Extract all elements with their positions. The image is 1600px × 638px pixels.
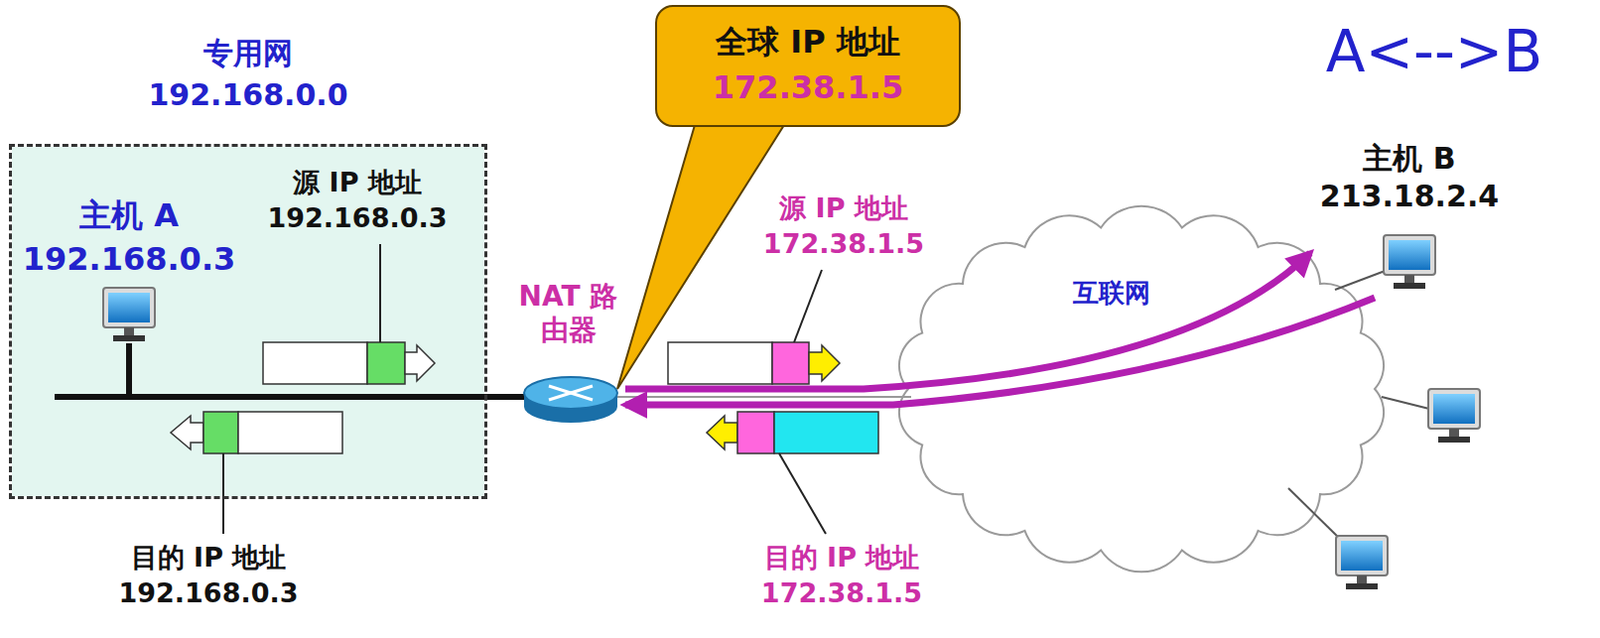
field-label: 目的 IP 地址 — [131, 541, 287, 574]
leader-line — [379, 244, 382, 343]
field-label: 172.38.1.5 — [763, 228, 925, 261]
field-label: 源 IP 地址 — [292, 166, 422, 199]
traffic-arrow — [625, 297, 1375, 405]
packet-header — [367, 342, 405, 385]
internet-cloud — [899, 206, 1384, 573]
packet — [706, 411, 879, 454]
packet — [667, 342, 840, 385]
host-b: 主机 B213.18.2.4 — [1310, 138, 1509, 298]
host-icon — [1383, 235, 1436, 289]
field-label: 目的 IP 地址 — [764, 541, 921, 574]
router-top — [524, 377, 618, 409]
global-ip-callout: 全球 IP 地址 172.38.1.5 — [655, 4, 961, 128]
link-line — [1288, 488, 1342, 541]
host-drop — [126, 343, 133, 398]
packet-arrow — [808, 345, 840, 382]
host-icon — [1335, 535, 1388, 590]
internet: 互联网 — [1052, 275, 1172, 314]
link-line — [1381, 397, 1430, 409]
packet-body — [667, 342, 773, 385]
node-address: 192.168.0.0 — [147, 77, 348, 114]
wan-line — [617, 396, 912, 399]
host-links — [1288, 269, 1430, 541]
packet — [263, 342, 435, 385]
leader-line — [222, 453, 225, 534]
field-label: 172.38.1.5 — [761, 577, 923, 610]
packet-body — [774, 411, 879, 454]
callout-tail — [617, 125, 785, 390]
host-icon — [103, 287, 155, 342]
private-net-ground — [11, 146, 485, 497]
host-icon — [1428, 389, 1480, 443]
lan-bus — [54, 394, 527, 400]
leader-line — [794, 269, 822, 343]
packet-arrow — [170, 415, 204, 450]
packet-header — [203, 411, 239, 454]
packet-body — [238, 411, 343, 454]
field-label: 192.168.0.3 — [118, 577, 298, 610]
nat-router: NAT 路由器 — [511, 279, 626, 425]
node-title: 互联网 — [1072, 277, 1151, 309]
packet-arrow — [706, 415, 738, 450]
host-a: 主机 A 192.168.0.3 — [16, 194, 243, 349]
link-line — [1334, 269, 1388, 290]
node-address: 172.38.1.5 — [712, 68, 904, 107]
traffic-arrow — [625, 253, 1311, 390]
packet-header — [772, 342, 809, 385]
leader-line — [779, 453, 826, 534]
private-network: 专用网192.168.0.0主机 A192.168.0.3 — [11, 146, 485, 497]
packet — [170, 411, 343, 454]
field-label: 源 IP 地址 — [779, 192, 909, 225]
node-address: 192.168.0.3 — [22, 240, 237, 278]
packet-arrow — [404, 345, 435, 382]
node-title: NAT 路由器 — [519, 279, 619, 347]
node-title: 全球 IP 地址 — [715, 22, 901, 61]
node-address: 213.18.2.4 — [1320, 178, 1499, 215]
node-title: 专用网 — [203, 35, 293, 72]
node-title: 主机 B — [1362, 140, 1456, 177]
direction-label: A<-->B — [1326, 17, 1544, 88]
packet-header — [737, 411, 775, 454]
node-title: 主机 A — [79, 196, 179, 235]
packet-body — [263, 342, 368, 385]
router-mark — [548, 386, 593, 400]
router-mark — [548, 386, 593, 400]
router-icon — [524, 377, 618, 423]
field-label: 192.168.0.3 — [266, 202, 447, 235]
